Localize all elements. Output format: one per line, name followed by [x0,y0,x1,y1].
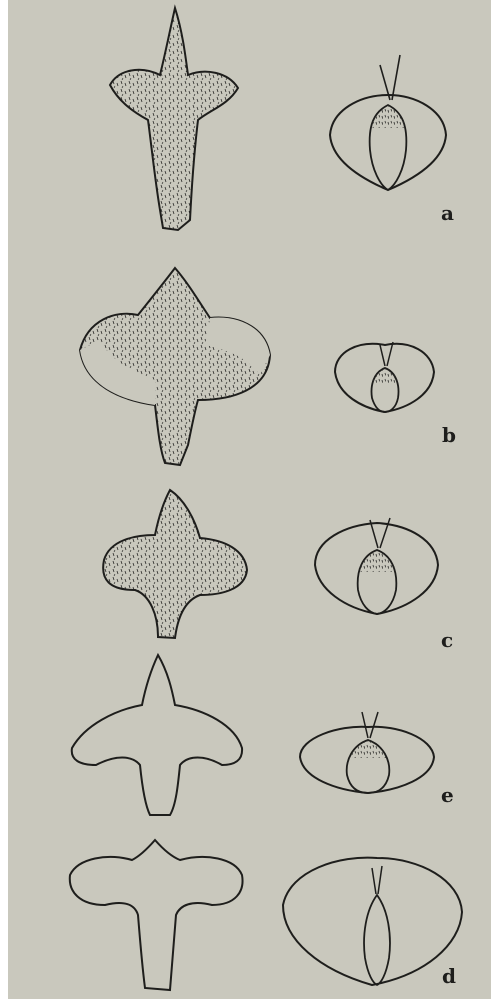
figure-label-a: a [441,203,454,223]
figure-label-b: b [442,425,456,445]
flower-drawing-d [283,858,462,985]
flower-drawing-a [330,55,446,190]
figure-label-c: c [441,630,453,650]
lip-drawing-b [80,268,270,465]
figure-label-d: d [442,966,456,986]
flower-drawing-b [335,342,434,412]
figure-label-e: e [441,785,454,805]
lip-drawing-c [103,490,247,638]
lip-drawing-a [110,8,238,230]
lip-drawing-e [72,655,242,815]
lip-drawing-d [70,840,243,990]
flower-drawing-e [300,712,434,793]
flower-drawing-c [315,518,438,614]
